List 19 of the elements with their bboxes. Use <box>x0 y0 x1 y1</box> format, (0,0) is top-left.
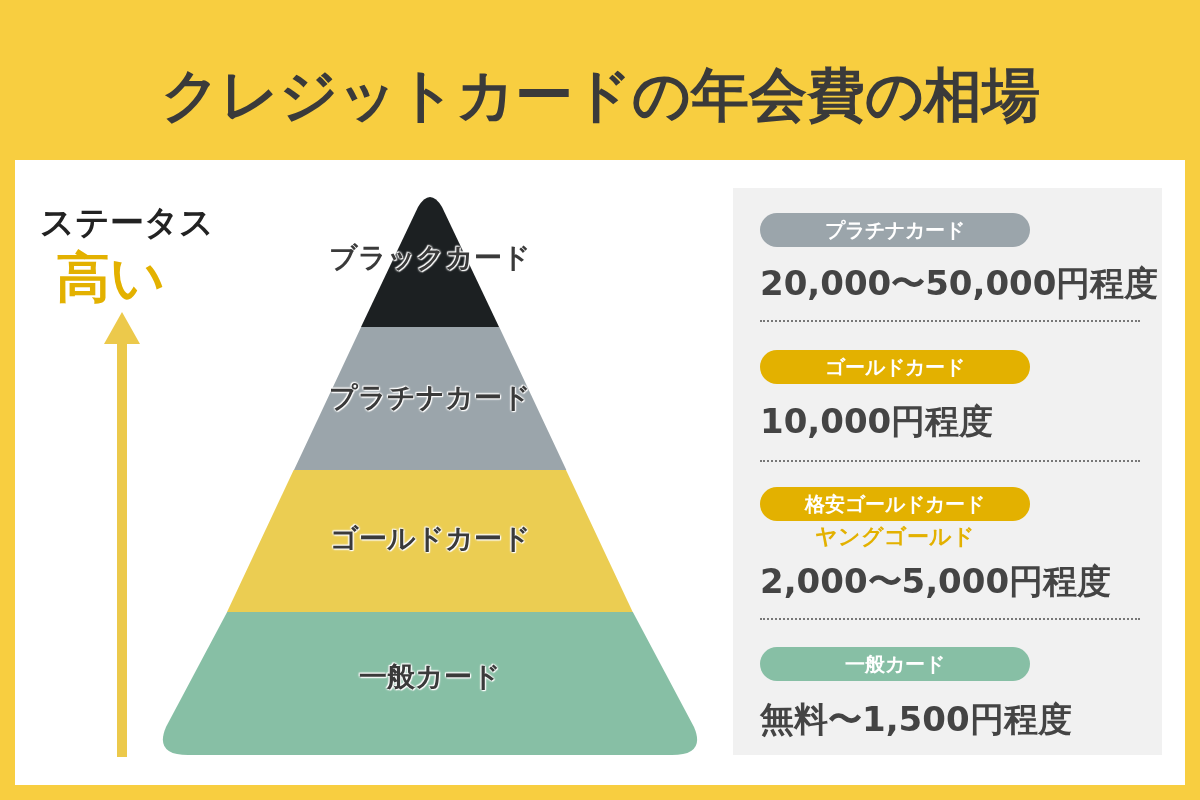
price-text: 2,000〜5,000円程度 <box>760 560 1112 602</box>
tier-label: ブラックカード <box>328 240 532 276</box>
pyramid-tier <box>293 327 567 470</box>
price-text: 無料〜1,500円程度 <box>760 698 1072 740</box>
category-tag: 一般カード <box>760 647 1030 681</box>
tier-label: 一般カード <box>358 659 502 695</box>
tier-label: ゴールドカード <box>328 521 532 557</box>
subtitle-text: ヤングゴールド <box>814 524 976 550</box>
category-tag: ゴールドカード <box>760 350 1030 384</box>
axis-label: 高い <box>54 245 166 311</box>
pyramid-tier <box>160 612 700 755</box>
title: クレジットカードの年会費の相場 <box>159 60 1041 131</box>
category-tag: 格安ゴールドカード <box>760 487 1030 521</box>
price-text: 10,000円程度 <box>760 400 994 442</box>
category-tag: プラチナカード <box>760 213 1030 247</box>
tier-label: プラチナカード <box>328 380 532 416</box>
price-text: 20,000〜50,000円程度 <box>760 262 1159 304</box>
pyramid-tier <box>227 470 633 612</box>
axis-label: ステータス <box>40 201 210 244</box>
